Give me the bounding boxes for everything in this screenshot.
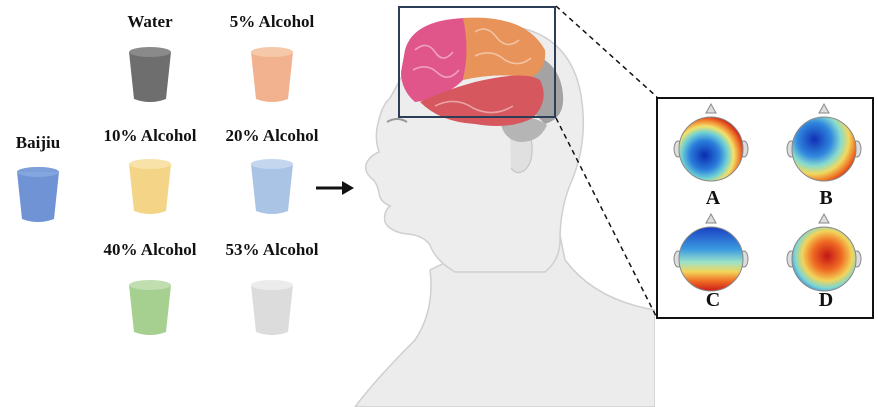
panel-label-d: D bbox=[819, 289, 833, 312]
topomap-b bbox=[787, 104, 861, 181]
panel-label-c: C bbox=[706, 289, 720, 312]
eeg-topomaps bbox=[658, 99, 872, 317]
topomap-c bbox=[674, 214, 748, 291]
brain-maps-panel: A B C D bbox=[656, 97, 874, 319]
topomap-a bbox=[674, 104, 748, 181]
topomap-d bbox=[787, 214, 861, 291]
panel-label-b: B bbox=[819, 187, 832, 210]
panel-label-a: A bbox=[706, 187, 720, 210]
